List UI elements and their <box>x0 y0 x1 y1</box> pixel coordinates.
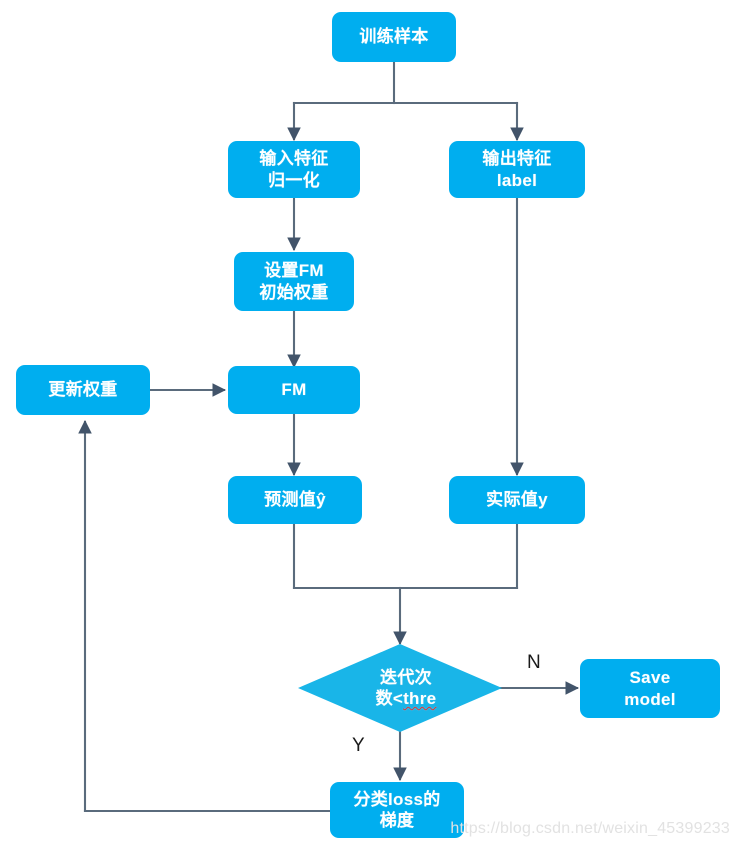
node-output-feature[interactable]: 输出特征 label <box>449 141 585 198</box>
edge-label-yes: Y <box>352 735 365 756</box>
node-loss-gradient-label: 分类loss的 梯度 <box>353 789 441 830</box>
node-output-feature-label: 输出特征 label <box>482 149 552 190</box>
node-save-model-label: Save model <box>624 668 676 709</box>
node-training-samples[interactable]: 训练样本 <box>332 12 456 62</box>
iteration-check-line2-prefix: 数< <box>375 689 404 708</box>
node-fm-label: FM <box>281 380 307 400</box>
node-input-feature-label: 输入特征 归一化 <box>259 149 329 190</box>
edge-label-no: N <box>527 652 541 673</box>
node-init-weights[interactable]: 设置FM 初始权重 <box>234 252 354 311</box>
node-input-feature[interactable]: 输入特征 归一化 <box>228 141 360 198</box>
node-update-weights-label: 更新权重 <box>48 380 118 400</box>
node-training-samples-label: 训练样本 <box>359 27 429 47</box>
iteration-check-line2-spellchecked: thre <box>403 689 437 708</box>
node-update-weights[interactable]: 更新权重 <box>16 365 150 415</box>
node-init-weights-label: 设置FM 初始权重 <box>259 261 329 302</box>
iteration-check-line1: 迭代次 <box>380 667 432 687</box>
node-save-model[interactable]: Save model <box>580 659 720 718</box>
node-loss-gradient[interactable]: 分类loss的 梯度 <box>330 782 464 838</box>
node-actual-value[interactable]: 实际值y <box>449 476 585 524</box>
node-predicted-value-label: 预测值ŷ <box>264 490 326 510</box>
node-iteration-check[interactable]: 迭代次数<thre <box>298 644 502 732</box>
node-iteration-check-label: 迭代次数<thre <box>376 667 437 710</box>
node-predicted-value[interactable]: 预测值ŷ <box>228 476 362 524</box>
node-actual-value-label: 实际值y <box>486 490 548 510</box>
node-fm[interactable]: FM <box>228 366 360 414</box>
watermark: https://blog.csdn.net/weixin_45399233 <box>450 820 730 837</box>
